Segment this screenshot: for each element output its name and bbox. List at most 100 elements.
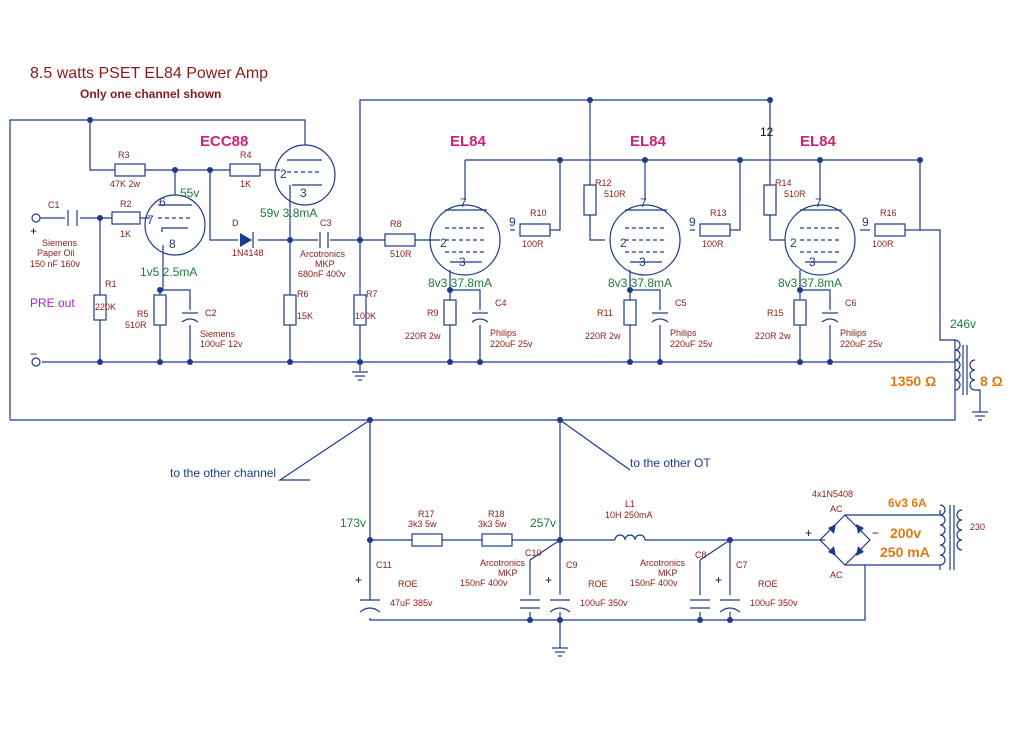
r15-label: R15	[767, 308, 784, 318]
input-terminal-icon	[31, 213, 41, 223]
output-transformer-icon	[954, 339, 981, 405]
c1-desc: Paper Oil	[37, 248, 75, 258]
pin-label: 9	[509, 215, 516, 229]
pin-label: 9	[862, 215, 869, 229]
ground-terminal-icon	[31, 357, 41, 367]
l1-label: L1	[625, 499, 635, 509]
r2-value: 1K	[120, 229, 131, 239]
c9-label: C9	[566, 560, 578, 570]
r4-value: 1K	[240, 179, 251, 189]
c11-label: C11	[376, 560, 392, 570]
r5-label: R5	[137, 309, 149, 319]
ground-icon	[552, 640, 568, 657]
r13-value: 100R	[702, 239, 724, 249]
d-value: 1N4148	[232, 248, 264, 258]
ac-label: AC	[830, 504, 843, 514]
c2-desc: Siemens	[200, 329, 236, 339]
ground-icon	[972, 405, 988, 421]
pin-label: 3	[300, 186, 307, 200]
arco-value: 150nF 400v	[460, 578, 508, 588]
r15-value: 220R 2w	[755, 331, 791, 341]
tube-v4-el84: 7 9 2 3	[609, 196, 696, 276]
c3-label: C3	[320, 218, 332, 228]
r1-value: 220K	[95, 302, 116, 312]
diode-icon	[240, 232, 254, 248]
philips-label: Philips	[670, 328, 697, 338]
c3-desc: 680nF 400v	[298, 269, 346, 279]
pin-label: 2	[280, 167, 287, 181]
philips-value: 220uF 25v	[490, 339, 533, 349]
r6-label: R6	[297, 289, 309, 299]
schematic-subtitle: Only one channel shown	[80, 87, 221, 101]
arco-label: Arcotronics	[480, 558, 526, 568]
c2-desc: 100uF 12v	[200, 339, 243, 349]
plus-sign: +	[30, 224, 37, 238]
roe-label: ROE	[398, 579, 418, 589]
r12-value: 510R	[604, 189, 626, 199]
r9-label: R9	[427, 308, 439, 318]
mains-transformer-icon	[939, 504, 963, 570]
philips-value: 220uF 25v	[840, 339, 883, 349]
plus-sign: +	[805, 526, 812, 540]
ot-secondary-impedance: 8 Ω	[980, 373, 1003, 389]
voltage-annotation: 8v3 37.8mA	[608, 276, 672, 290]
r8-value: 510R	[390, 249, 412, 259]
c1-desc: 150 nF 160v	[30, 259, 81, 269]
pin-label: 2	[440, 236, 447, 250]
r2-label: R2	[120, 199, 132, 209]
node-number: 12	[760, 125, 774, 139]
c8-label: C8	[695, 550, 707, 560]
pre-out-label: PRE out	[30, 296, 75, 310]
pin-label: 2	[790, 236, 797, 250]
pin-label: 7	[815, 196, 822, 210]
r6-value: 15K	[297, 311, 313, 321]
r18-label: R18	[488, 509, 505, 519]
pin-label: 3	[639, 255, 646, 269]
voltage-annotation: 173v	[340, 516, 366, 530]
r7-label: R7	[366, 289, 378, 299]
roe-label: ROE	[588, 579, 608, 589]
r13-label: R13	[710, 208, 727, 218]
junction-dots	[87, 97, 923, 623]
voltage-annotation: 257v	[530, 516, 556, 530]
voltage-annotation: 59v 3.8mA	[260, 206, 317, 220]
ac-label: AC	[830, 570, 843, 580]
pin-label: 7	[147, 213, 154, 227]
tube-v3-el84: 7 9 2 3	[429, 196, 516, 276]
pin-label: 3	[809, 255, 816, 269]
pin-label: 8	[169, 237, 176, 251]
r17-label: R17	[418, 509, 435, 519]
ot-primary-impedance: 1350 Ω	[890, 373, 936, 389]
hv-current: 250 mA	[880, 544, 930, 560]
pin-label: 7	[640, 196, 647, 210]
minus-sign: −	[872, 526, 879, 540]
r18-value: 3k3 5w	[478, 519, 507, 529]
pin-label: 6	[159, 195, 166, 209]
capacitors	[67, 210, 839, 613]
r9-value: 220R 2w	[405, 331, 441, 341]
bridge-label: 4x1N5408	[812, 489, 853, 499]
c2-label: C2	[205, 308, 217, 318]
hv-voltage: 200v	[890, 525, 921, 541]
d-label: D	[232, 218, 239, 228]
plus-sign: +	[545, 573, 552, 587]
c3-desc: Arcotronics	[300, 249, 346, 259]
schematic-title: 8.5 watts PSET EL84 Power Amp	[30, 65, 268, 82]
ground-icon	[352, 362, 368, 381]
heater-supply: 6v3 6A	[888, 496, 927, 510]
tube-name-ecc88: ECC88	[200, 133, 248, 150]
c5-label: C5	[675, 298, 687, 308]
r16-label: R16	[880, 208, 897, 218]
r10-value: 100R	[522, 239, 544, 249]
inductor-icon	[614, 534, 646, 541]
plus-sign: +	[715, 573, 722, 587]
c10-label: C10	[525, 548, 542, 558]
l1-value: 10H 250mA	[605, 510, 653, 520]
c1-desc: Siemens	[42, 238, 78, 248]
c1-label: C1	[48, 200, 60, 210]
tube-name-el84: EL84	[800, 133, 837, 150]
r14-value: 510R	[784, 189, 806, 199]
arco-label: MKP	[498, 568, 518, 578]
voltage-annotation: 1v5 2.5mA	[140, 265, 197, 279]
